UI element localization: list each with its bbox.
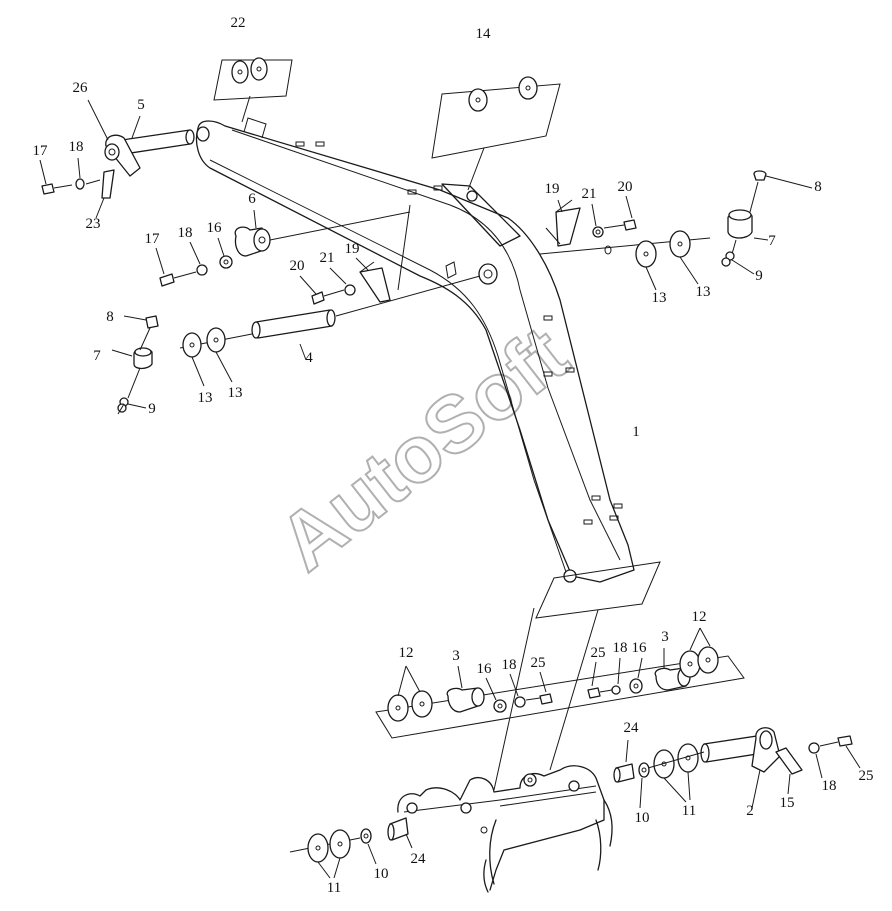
callout-c6: 6 — [248, 191, 256, 207]
callout-c1: 1 — [632, 424, 640, 440]
callout-c11a: 11 — [682, 803, 696, 819]
pin-5 — [87, 99, 195, 219]
callout-c19b: 19 — [345, 241, 360, 257]
callout-c10b: 10 — [374, 866, 389, 882]
lube-fitting-left — [111, 315, 159, 415]
callout-c10a: 10 — [635, 810, 650, 826]
callout-c16b: 16 — [632, 640, 648, 656]
callout-c20a: 20 — [618, 179, 633, 195]
bracket-19-right — [539, 195, 711, 255]
pin-4 — [179, 275, 481, 361]
bolt-17-mid — [155, 237, 233, 287]
callout-c18a: 18 — [69, 139, 84, 155]
callout-c20b: 20 — [290, 258, 305, 274]
bushing-24-right — [613, 739, 705, 809]
callout-c13a: 13 — [652, 290, 667, 306]
callout-c18c: 18 — [613, 640, 628, 656]
callout-c3a: 3 — [452, 648, 460, 664]
shim-plane-12 — [375, 655, 745, 739]
callout-c5: 5 — [137, 97, 145, 113]
callout-c26: 26 — [73, 80, 89, 96]
callout-c4: 4 — [305, 350, 313, 366]
callout-c18b: 18 — [178, 225, 193, 241]
washers-13-right — [635, 230, 699, 291]
bracket-19-mid — [299, 204, 457, 305]
callout-c7a: 7 — [768, 233, 776, 249]
callout-c9b: 9 — [148, 401, 156, 417]
lube-fitting-right — [721, 170, 813, 275]
callout-c25c: 25 — [859, 768, 874, 784]
plate-15 — [775, 747, 803, 795]
callout-c25a: 25 — [591, 645, 606, 661]
callout-c17a: 17 — [33, 143, 49, 159]
bushing-24-left — [289, 817, 413, 865]
callout-c13d: 13 — [228, 385, 243, 401]
callout-c24b: 24 — [411, 851, 427, 867]
callout-c11b: 11 — [327, 880, 341, 896]
callout-c7b: 7 — [93, 348, 101, 364]
callout-c16c: 16 — [477, 661, 493, 677]
callout-c13b: 13 — [696, 284, 711, 300]
callout-c14: 14 — [476, 26, 492, 42]
washers-11-left — [307, 829, 351, 879]
pin-3-left — [446, 665, 553, 713]
callout-c19a: 19 — [545, 181, 560, 197]
washers-12-right — [679, 627, 719, 678]
boom-arm — [195, 117, 635, 583]
callout-c8b: 8 — [106, 309, 114, 325]
base-frame — [397, 765, 613, 893]
callout-c23: 23 — [86, 216, 101, 232]
washers-13-left — [182, 327, 233, 387]
callout-c2: 2 — [746, 803, 754, 819]
callout-c12a: 12 — [692, 609, 707, 625]
bolt-17-top — [39, 157, 101, 195]
callout-c12b: 12 — [399, 645, 414, 661]
shim-plane-14 — [431, 76, 561, 191]
callout-c8a: 8 — [814, 179, 822, 195]
callout-c17b: 17 — [145, 231, 161, 247]
callout-c9a: 9 — [755, 268, 763, 284]
callout-c22: 22 — [231, 15, 246, 31]
callout-c24a: 24 — [624, 720, 640, 736]
callout-c21a: 21 — [582, 186, 597, 202]
callout-c21b: 21 — [320, 250, 335, 266]
washers-12-left — [387, 665, 433, 722]
washers-11-right — [653, 743, 699, 803]
bolt-25-right — [808, 735, 861, 779]
pin-2 — [700, 727, 781, 809]
callout-c18e: 18 — [822, 778, 837, 794]
callout-c3b: 3 — [661, 629, 669, 645]
callout-c16a: 16 — [207, 220, 223, 236]
callout-c25b: 25 — [531, 655, 546, 671]
pin-6 — [234, 209, 411, 257]
shim-plane-bottom — [493, 561, 661, 791]
callout-c13c: 13 — [198, 390, 213, 406]
shim-plane-22 — [213, 57, 293, 123]
callout-c15: 15 — [780, 795, 795, 811]
callout-c18d: 18 — [502, 657, 517, 673]
